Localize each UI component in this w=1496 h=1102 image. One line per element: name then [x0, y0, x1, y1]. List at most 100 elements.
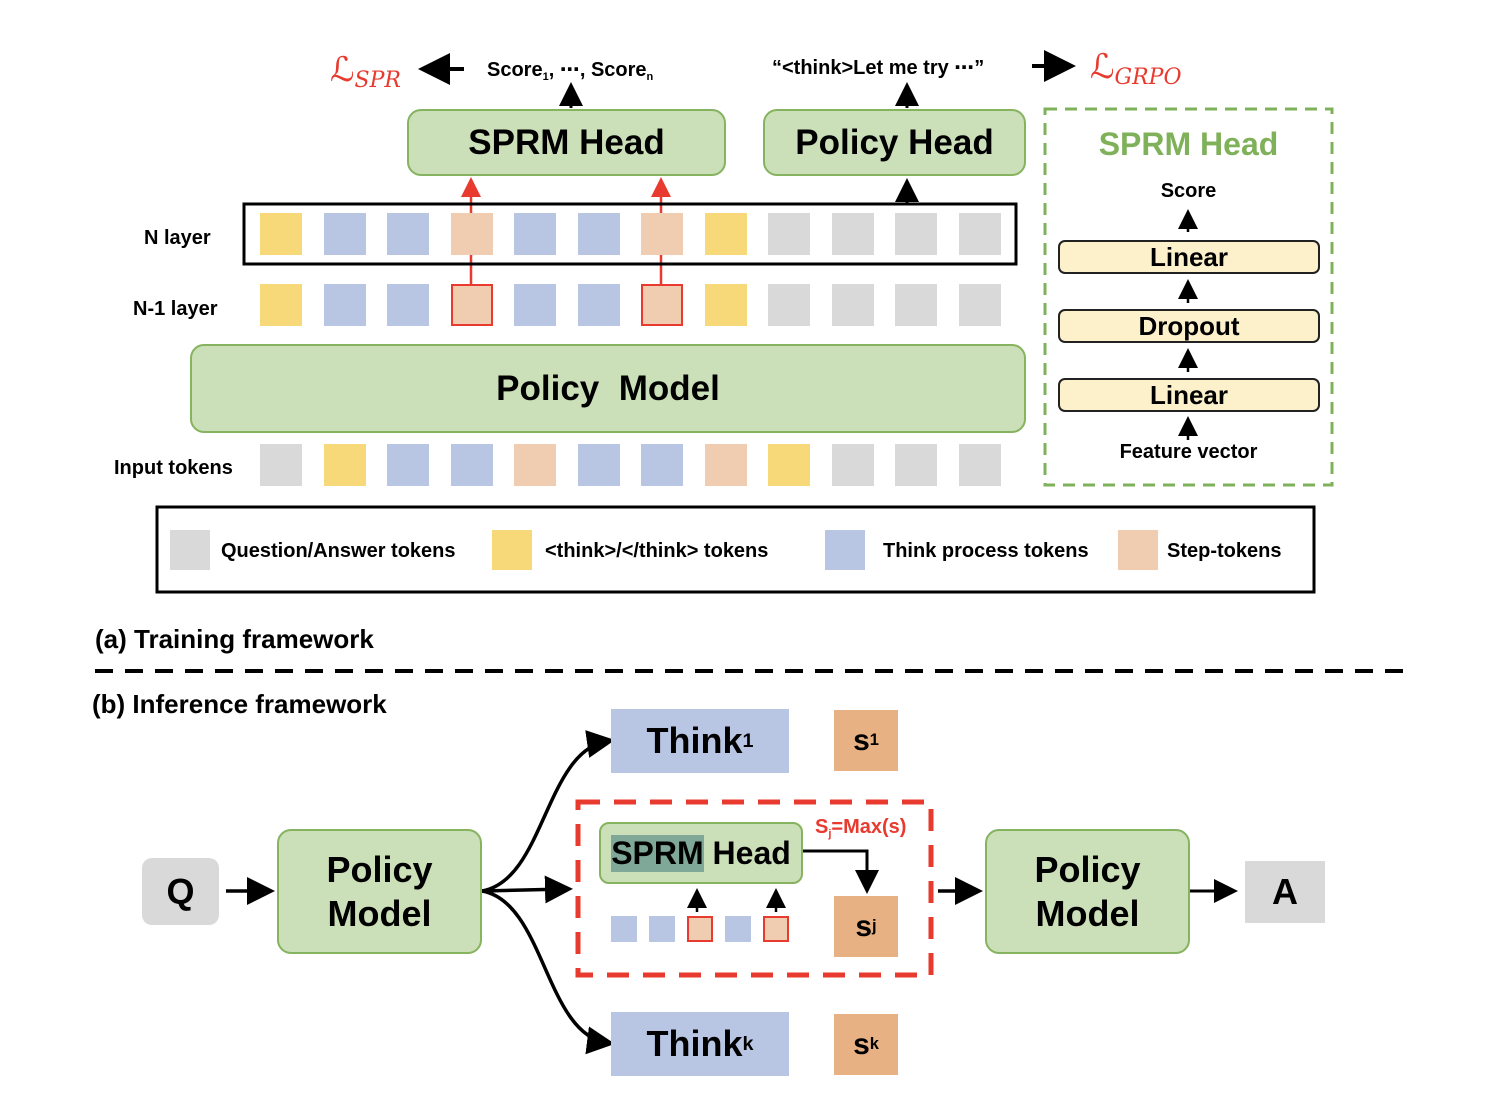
max-rule-sub: j [828, 827, 832, 840]
token-question-answer [958, 213, 1001, 255]
token-think-process [577, 284, 620, 326]
token-step [641, 284, 683, 326]
scores-output: Score1, ⋯, Scoren [487, 57, 653, 83]
arrow-policy-to-thinkk [481, 889, 615, 1055]
think-k-base: Think [646, 1023, 743, 1064]
max-rule-base: S [815, 816, 829, 838]
sprm-layer-dropout: Dropout [1058, 309, 1320, 343]
token-step [450, 284, 493, 326]
token-think-process [649, 916, 675, 942]
legend-swatch-think-tag [492, 530, 532, 570]
legend-label-question-answer: Question/Answer tokens [221, 540, 456, 562]
legend-frame [155, 505, 1316, 594]
loss-grpo: ℒGRPO [1090, 47, 1181, 90]
token-step [514, 444, 556, 486]
policy-model-inference-2: Policy Model [985, 829, 1190, 954]
token-question-answer [895, 284, 937, 326]
token-think-process [387, 213, 429, 255]
token-question-answer [831, 444, 874, 486]
policy-model-line2: Model [327, 892, 432, 934]
token-think-process [323, 213, 366, 255]
sprm-detail-frame [1043, 107, 1334, 487]
arrow-policy-to-sprm [481, 875, 573, 904]
token-think-tag [260, 284, 302, 326]
answer-box: A [1245, 861, 1325, 923]
token-think-tag [704, 213, 747, 255]
arrow-sprm-to-sj [803, 849, 879, 894]
token-question-answer [895, 444, 937, 486]
policy-model-inference-1: Policy Model [277, 829, 482, 954]
legend-label-think-tag: <think>/</think> tokens [545, 540, 769, 562]
token-question-answer [768, 213, 810, 255]
sprm-highlighted-text: SPRM [611, 834, 704, 872]
token-step [763, 916, 789, 942]
token-think-process [577, 213, 620, 255]
token-think-tag [260, 213, 302, 255]
sprm-layer-linear-top: Linear [1058, 240, 1320, 274]
token-question-answer [831, 213, 874, 255]
think-1-base: Think [646, 720, 743, 761]
sprm-detail-title: SPRM Head [1098, 126, 1279, 162]
selection-frame [575, 799, 934, 978]
caption-training: (a) Training framework [95, 624, 374, 654]
n-layer-frame [242, 202, 1018, 266]
token-question-answer [895, 213, 937, 255]
loss-grpo-subscript: GRPO [1114, 65, 1182, 90]
token-question-answer [260, 444, 302, 486]
n1-layer-label: N-1 layer [133, 298, 218, 320]
token-think-process [387, 444, 429, 486]
score-prefix: Score [487, 59, 543, 81]
token-think-process [450, 444, 493, 486]
token-think-process [725, 916, 751, 942]
input-tokens-label: Input tokens [114, 457, 233, 479]
token-think-tag [323, 444, 366, 486]
token-think-tag [768, 444, 810, 486]
s1-base: s [853, 723, 870, 757]
score-sub-1: 1 [542, 70, 549, 83]
token-think-process [641, 444, 683, 486]
max-rule-rest: =Max(s) [831, 816, 907, 838]
n-layer-label: N layer [144, 227, 211, 249]
sprm-detail-feature-vector: Feature vector [1119, 441, 1258, 463]
caption-inference: (b) Inference framework [92, 689, 387, 719]
token-step [641, 213, 683, 255]
loss-spr: ℒSPR [330, 50, 401, 93]
token-question-answer [831, 284, 874, 326]
policy-model-2-line1: Policy [1034, 848, 1141, 890]
sprm-layer-linear-bottom: Linear [1058, 378, 1320, 412]
token-think-process [323, 284, 366, 326]
sk-base: s [853, 1027, 870, 1061]
sprm-detail-score: Score [1160, 180, 1217, 202]
token-question-answer [958, 284, 1001, 326]
legend-swatch-question-answer [170, 530, 210, 570]
legend-label-step: Step-tokens [1167, 540, 1282, 562]
score-middle: , ⋯, Score [548, 59, 647, 81]
s1-sub: 1 [869, 731, 879, 749]
policy-model-line1: Policy [326, 848, 433, 890]
token-think-process [611, 916, 637, 942]
loss-spr-symbol: ℒ [330, 50, 355, 90]
arrow-policy-to-think1 [481, 730, 615, 893]
sprm-head: SPRM Head [407, 109, 726, 176]
sprm-head-rest: Head [703, 834, 791, 871]
token-think-process [514, 284, 556, 326]
token-think-process [387, 284, 429, 326]
sj-base: s [855, 909, 873, 943]
policy-output-text: “<think>Let me try ⋯” [772, 57, 985, 79]
token-question-answer [768, 284, 810, 326]
token-think-tag [704, 284, 747, 326]
token-think-process [514, 213, 556, 255]
token-step [687, 916, 713, 942]
token-think-process [577, 444, 620, 486]
think-1-sub: 1 [742, 729, 754, 752]
legend-label-think-process: Think process tokens [883, 540, 1089, 562]
token-step [704, 444, 747, 486]
sj-sub: j [872, 917, 877, 935]
legend-swatch-think-process [825, 530, 865, 570]
